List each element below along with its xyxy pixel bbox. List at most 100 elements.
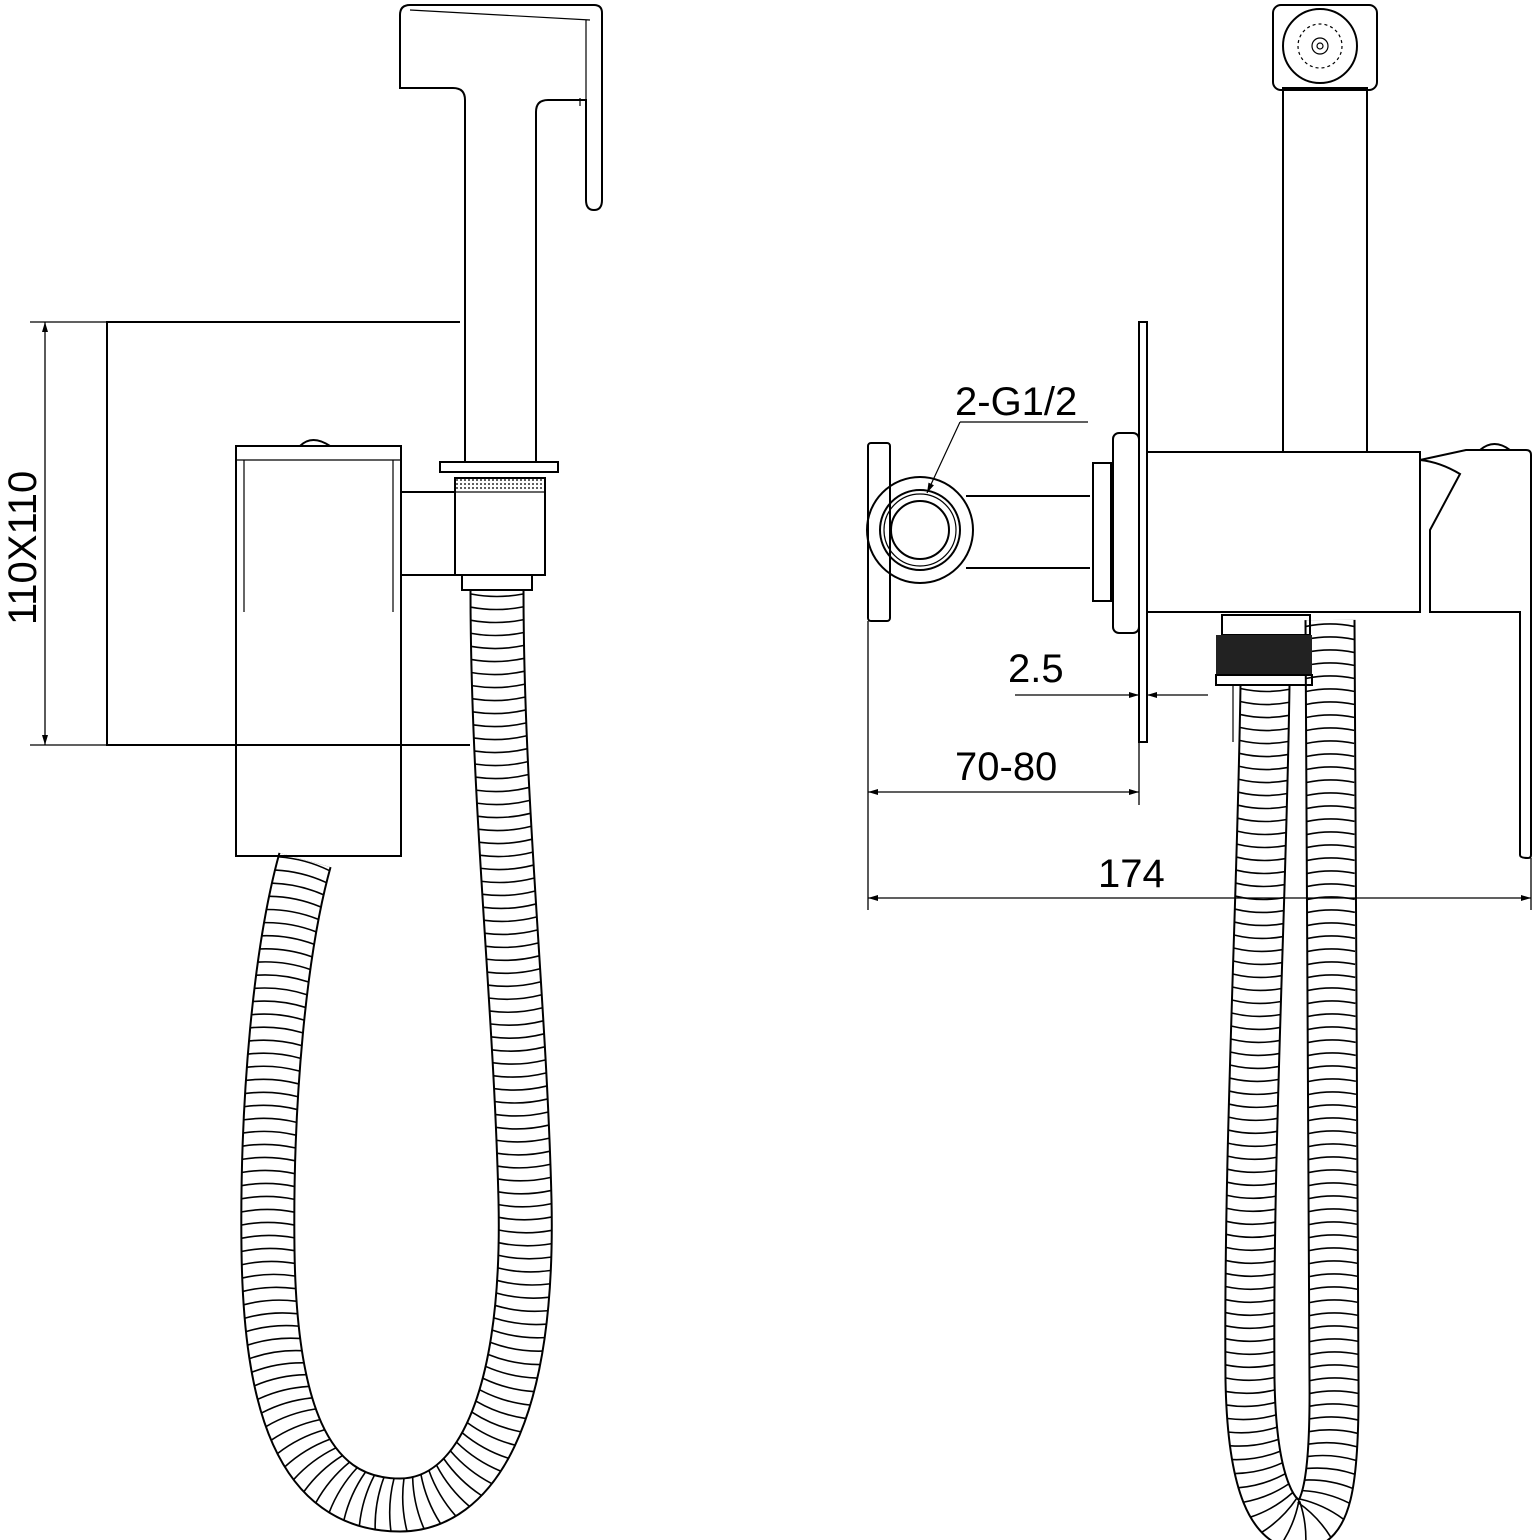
hose-rib bbox=[242, 1156, 295, 1162]
hose-rib bbox=[477, 799, 530, 806]
hose-rib bbox=[1226, 1401, 1275, 1408]
hose-rib bbox=[490, 1020, 544, 1026]
hose-rib bbox=[1308, 1182, 1357, 1187]
front-view bbox=[106, 4, 603, 1533]
hose-rib bbox=[1231, 1038, 1280, 1044]
hose-rib bbox=[471, 618, 524, 624]
hose-rib bbox=[490, 1007, 543, 1014]
hose-rib bbox=[1306, 805, 1355, 810]
hose-rib bbox=[1307, 1117, 1357, 1122]
hose-rib bbox=[1227, 1414, 1276, 1421]
hose-rib bbox=[495, 1304, 548, 1313]
hose-rib bbox=[1308, 1221, 1358, 1226]
inlet-fitting bbox=[866, 476, 974, 584]
hose-rib bbox=[1225, 1272, 1275, 1278]
hose-rib bbox=[1239, 739, 1289, 745]
hose-rib bbox=[1235, 908, 1284, 914]
hose-rib bbox=[1307, 1000, 1356, 1005]
hose-rib bbox=[1237, 830, 1286, 836]
hose-rib bbox=[482, 890, 535, 897]
hose-rib bbox=[1307, 1013, 1356, 1018]
hose-rib bbox=[1238, 804, 1287, 810]
hose-rib bbox=[271, 1418, 320, 1441]
hose-rib bbox=[293, 1447, 336, 1480]
hose-rib bbox=[1309, 1338, 1358, 1343]
hose-rib bbox=[493, 1059, 546, 1065]
hose-rib bbox=[343, 1471, 366, 1520]
hose-rib bbox=[1227, 1155, 1277, 1161]
side-view bbox=[866, 4, 1532, 1540]
thread-label: 2-G1/2 bbox=[955, 380, 1077, 424]
hose-rib bbox=[1307, 1026, 1356, 1031]
hose-rib bbox=[262, 934, 314, 945]
hose-rib bbox=[243, 1286, 296, 1293]
hose-rib bbox=[435, 1465, 470, 1507]
hose-rib bbox=[1234, 934, 1283, 940]
hose-rib bbox=[1308, 1441, 1358, 1448]
hose-rib bbox=[244, 1117, 297, 1124]
hose-rib bbox=[1306, 844, 1355, 849]
hose-rib bbox=[488, 981, 541, 988]
hose-rib bbox=[1305, 727, 1355, 732]
hose-rib bbox=[1232, 1450, 1281, 1461]
hose-rib bbox=[1305, 688, 1355, 693]
hose-rib bbox=[1233, 960, 1282, 966]
wall-plate-side bbox=[1138, 321, 1148, 743]
dimension-thread: 2-G1/2 bbox=[926, 380, 1088, 494]
hose-rib bbox=[247, 1337, 300, 1346]
hose-rib bbox=[479, 838, 532, 845]
handle-button bbox=[299, 439, 331, 447]
hand-spray-side bbox=[1282, 87, 1368, 453]
hose-rib bbox=[1308, 1169, 1357, 1174]
hose-rib bbox=[1309, 1312, 1358, 1317]
hose-rib bbox=[1225, 1298, 1275, 1304]
hose-rib bbox=[497, 1163, 551, 1169]
hose-rib bbox=[1309, 1325, 1358, 1330]
dimension-plate-size: 110X110 bbox=[1, 321, 107, 746]
valve-body-side bbox=[1146, 451, 1421, 613]
hose-rib bbox=[1306, 792, 1355, 797]
hose-rib bbox=[242, 1169, 295, 1175]
hose-rib bbox=[471, 670, 525, 676]
hose-rib bbox=[242, 1273, 295, 1279]
hose-rib bbox=[248, 1052, 301, 1060]
hose-rib bbox=[1234, 921, 1284, 927]
hose-rib bbox=[485, 929, 538, 936]
hose-rib bbox=[1309, 1364, 1359, 1369]
hose-rib bbox=[1309, 1429, 1358, 1435]
hose-rib bbox=[483, 903, 536, 910]
hose-rib bbox=[498, 1267, 551, 1273]
knurled-nut bbox=[1216, 635, 1312, 675]
hose-rib bbox=[374, 1477, 385, 1530]
hose-rib bbox=[1235, 1462, 1283, 1475]
valve-body bbox=[235, 445, 402, 857]
hose-rib bbox=[388, 1478, 395, 1531]
hose-rib bbox=[1307, 1065, 1356, 1070]
hose-rib bbox=[1250, 1492, 1293, 1518]
hose-rib bbox=[1306, 779, 1355, 784]
hose-rib bbox=[250, 1026, 303, 1034]
hose-rib bbox=[1229, 1077, 1279, 1083]
hose-rib bbox=[1226, 1389, 1275, 1395]
lever bbox=[1419, 449, 1532, 860]
hose-rib bbox=[265, 1408, 316, 1428]
hose-rib bbox=[496, 1124, 549, 1130]
hose-rib bbox=[1305, 714, 1355, 719]
hose-rib bbox=[1306, 766, 1355, 771]
hose-rib bbox=[277, 1429, 325, 1454]
hose-rib bbox=[1226, 1233, 1275, 1239]
hose-rib bbox=[1306, 870, 1355, 875]
hose-rib bbox=[253, 1000, 306, 1009]
hose-rib bbox=[1227, 1181, 1276, 1187]
hose-rib bbox=[1309, 1273, 1358, 1278]
hose-rib bbox=[1308, 1195, 1357, 1200]
hose-rib bbox=[1307, 1039, 1356, 1044]
hose-rib bbox=[1307, 1104, 1357, 1109]
hose-rib bbox=[411, 1477, 425, 1529]
hose-rib bbox=[487, 968, 540, 975]
hose-rib bbox=[1239, 765, 1288, 771]
hose-rib bbox=[241, 1247, 295, 1253]
hose-rib bbox=[486, 955, 540, 962]
hose-rib bbox=[456, 1441, 501, 1472]
hose-rib bbox=[488, 1353, 540, 1366]
